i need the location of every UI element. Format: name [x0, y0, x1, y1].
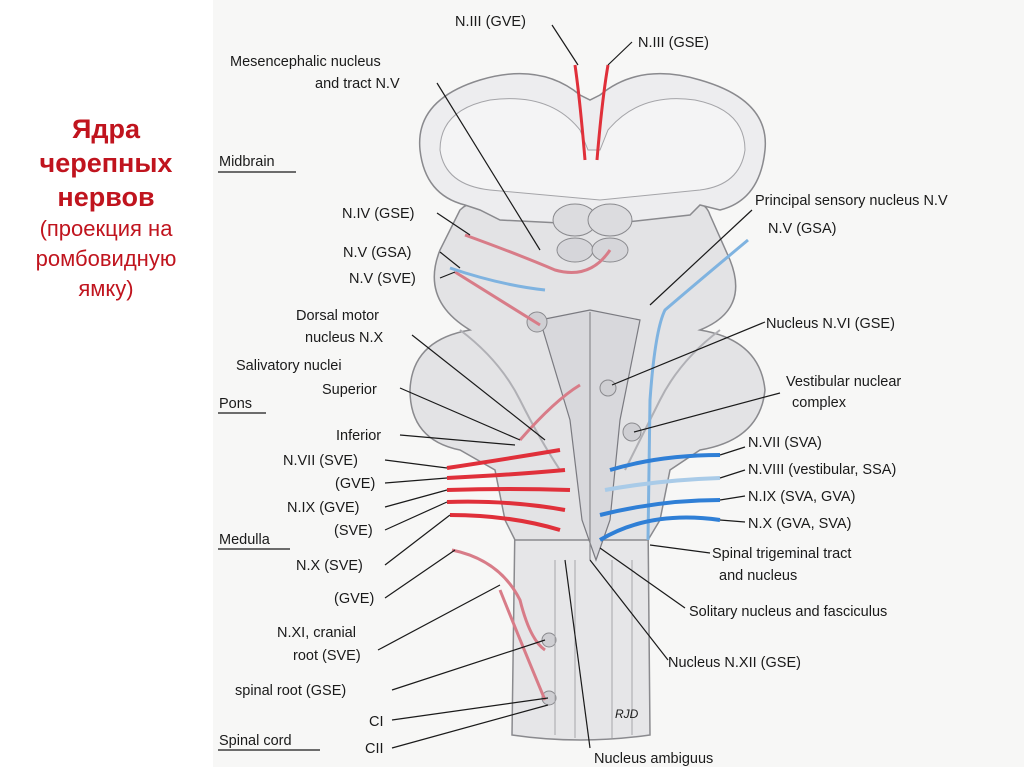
label-solitary: Solitary nucleus and fasciculus [689, 604, 887, 620]
label-gve-2: (GVE) [334, 591, 374, 607]
label-spinal-root: spinal root (GSE) [235, 683, 346, 699]
section-pons: Pons [219, 396, 252, 412]
label-dorsal-motor-1: Dorsal motor [296, 308, 379, 324]
label-mesencephalic-1: Mesencephalic nucleus [230, 54, 381, 70]
label-n9-sva: N.IX (SVA, GVA) [748, 489, 855, 505]
section-midbrain: Midbrain [219, 154, 275, 170]
label-n6-gse: Nucleus N.VI (GSE) [766, 316, 895, 332]
label-n8-ssa: N.VIII (vestibular, SSA) [748, 462, 896, 478]
label-salivatory: Salivatory nuclei [236, 358, 342, 374]
label-c2: CII [365, 741, 384, 757]
brainstem-diagram: Midbrain Pons Medulla Spinal cord N.III … [218, 14, 948, 767]
label-n5-gsa: N.V (GSA) [343, 245, 411, 261]
label-spinal-trigeminal-1: Spinal trigeminal tract [712, 546, 851, 562]
label-dorsal-motor-2: nucleus N.X [305, 330, 384, 346]
subtitle-line-1: (проекция на [39, 216, 173, 241]
artist-signature: RJD [615, 707, 639, 721]
label-n11-2: root (SVE) [293, 648, 361, 664]
label-n4-gse: N.IV (GSE) [342, 206, 415, 222]
label-n12-gse: Nucleus N.XII (GSE) [668, 655, 801, 671]
label-n3-gse: N.III (GSE) [638, 35, 709, 51]
label-n7-sve: N.VII (SVE) [283, 453, 358, 469]
label-principal-sensory: Principal sensory nucleus N.V [755, 193, 948, 209]
section-spinal-cord: Spinal cord [219, 733, 292, 749]
label-n7-sva: N.VII (SVA) [748, 435, 822, 451]
title-line-3: нервов [57, 182, 155, 212]
label-vestibular-1: Vestibular nuclear [786, 374, 901, 390]
label-vestibular-2: complex [792, 395, 847, 411]
label-inferior: Inferior [336, 428, 381, 444]
sensory-nerves [449, 238, 749, 542]
leader-lines [377, 24, 781, 749]
label-spinal-trigeminal-2: and nucleus [719, 568, 797, 584]
label-nucleus-ambiguus: Nucleus ambiguus [594, 751, 713, 767]
label-n10-gva: N.X (GVA, SVA) [748, 516, 851, 532]
label-n11-1: N.XI, cranial [277, 625, 356, 641]
label-superior: Superior [322, 382, 377, 398]
brainstem-figure: Midbrain Pons Medulla Spinal cord N.III … [213, 0, 1024, 767]
motor-nerves [446, 64, 612, 701]
subtitle-line-2: ромбовидную [35, 246, 177, 271]
label-n10-sve: N.X (SVE) [296, 558, 363, 574]
label-n9-gve: N.IX (GVE) [287, 500, 360, 516]
label-mesencephalic-2: and tract N.V [315, 76, 400, 92]
label-n5-gsa-right: N.V (GSA) [768, 221, 836, 237]
slide-title: Ядра черепных нервов (проекция на ромбов… [0, 112, 212, 304]
section-underlines [218, 171, 320, 751]
label-c1: CI [369, 714, 384, 730]
label-sve-1: (SVE) [334, 523, 373, 539]
label-n5-sve: N.V (SVE) [349, 271, 416, 287]
title-line-1: Ядра [71, 114, 141, 144]
section-medulla: Medulla [219, 532, 271, 548]
subtitle-line-3: ямку) [78, 276, 134, 301]
brainstem-illustration [409, 72, 767, 741]
label-n3-gve: N.III (GVE) [455, 14, 526, 30]
label-gve-1: (GVE) [335, 476, 375, 492]
title-line-2: черепных [39, 148, 173, 178]
